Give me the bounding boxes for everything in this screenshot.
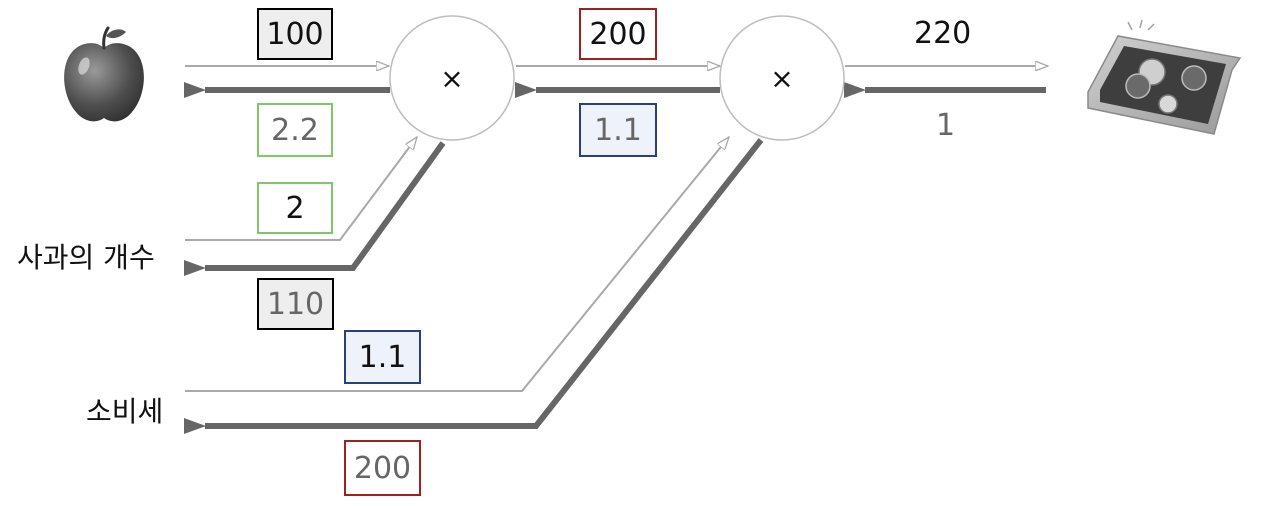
multiply-node-2: × xyxy=(719,15,845,141)
backward-value-apple-price: 2.2 xyxy=(257,103,333,157)
forward-edges xyxy=(185,66,1048,392)
multiply-node-1: × xyxy=(389,15,515,141)
forward-value-apple-price: 100 xyxy=(257,8,333,60)
forward-value-total: 220 xyxy=(914,16,972,51)
forward-value-tax: 1.1 xyxy=(344,330,421,384)
backward-value-subtotal: 1.1 xyxy=(579,103,657,157)
apple-icon xyxy=(64,26,144,122)
multiply-node-2-symbol: × xyxy=(770,62,793,95)
forward-edge-apple-count xyxy=(185,137,417,241)
backward-value-apple-count: 110 xyxy=(257,278,334,330)
backward-edge-tax xyxy=(184,138,764,434)
coin-tray-icon xyxy=(1087,19,1242,135)
forward-value-subtotal: 200 xyxy=(579,8,657,60)
backward-edges xyxy=(184,82,1046,434)
forward-value-apple-count: 2 xyxy=(257,182,333,234)
backward-value-tax: 200 xyxy=(344,440,421,496)
forward-edge-tax xyxy=(185,137,729,392)
backward-value-output: 1 xyxy=(936,108,956,143)
input-label-apple-count: 사과의 개수 xyxy=(17,241,155,274)
multiply-node-1-symbol: × xyxy=(440,62,463,95)
backward-edge-apple-count xyxy=(184,141,446,276)
input-label-tax: 소비세 xyxy=(86,395,164,428)
